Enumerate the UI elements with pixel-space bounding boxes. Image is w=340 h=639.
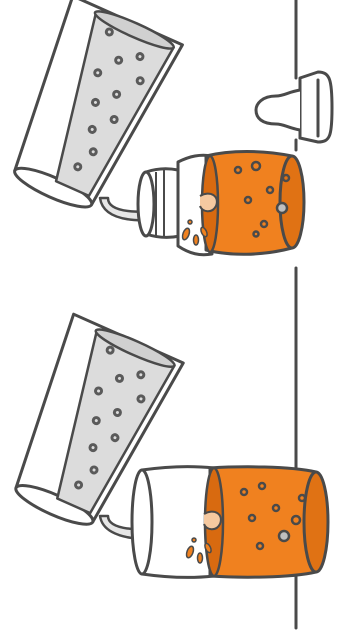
nipple-cap (256, 72, 332, 142)
baby-bottle (138, 152, 304, 255)
drinking-cup (132, 467, 328, 578)
bottle-panel (0, 0, 332, 255)
cup-panel (0, 313, 328, 577)
